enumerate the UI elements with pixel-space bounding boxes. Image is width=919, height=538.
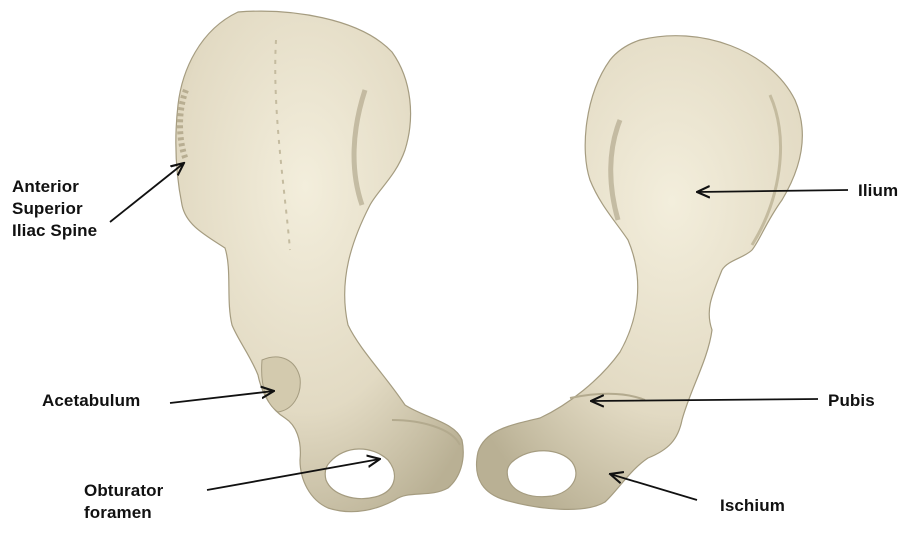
left-bone-body <box>176 11 463 512</box>
label-pubis: Pubis <box>828 390 875 412</box>
label-acetabulum: Acetabulum <box>42 390 140 412</box>
label-ilium: Ilium <box>858 180 898 202</box>
arrow-ischium <box>610 474 697 500</box>
right-obturator-foramen <box>507 451 576 497</box>
label-obturator-line-2: foramen <box>84 502 163 524</box>
label-ischium: Ischium <box>720 495 785 517</box>
label-anterior-superior-iliac-spine: Anterior Superior Iliac Spine <box>12 176 97 242</box>
label-asis-line-2: Superior <box>12 198 97 220</box>
right-hip-bone <box>477 36 803 510</box>
left-hip-bone <box>176 11 463 512</box>
label-asis-line-3: Iliac Spine <box>12 220 97 242</box>
arrow-asis <box>110 163 184 222</box>
arrow-acetabulum <box>170 391 274 403</box>
left-obturator-foramen <box>325 449 394 499</box>
label-obturator-foramen: Obturator foramen <box>84 480 163 524</box>
label-obturator-line-1: Obturator <box>84 480 163 502</box>
right-bone-body <box>477 36 803 510</box>
label-asis-line-1: Anterior <box>12 176 97 198</box>
